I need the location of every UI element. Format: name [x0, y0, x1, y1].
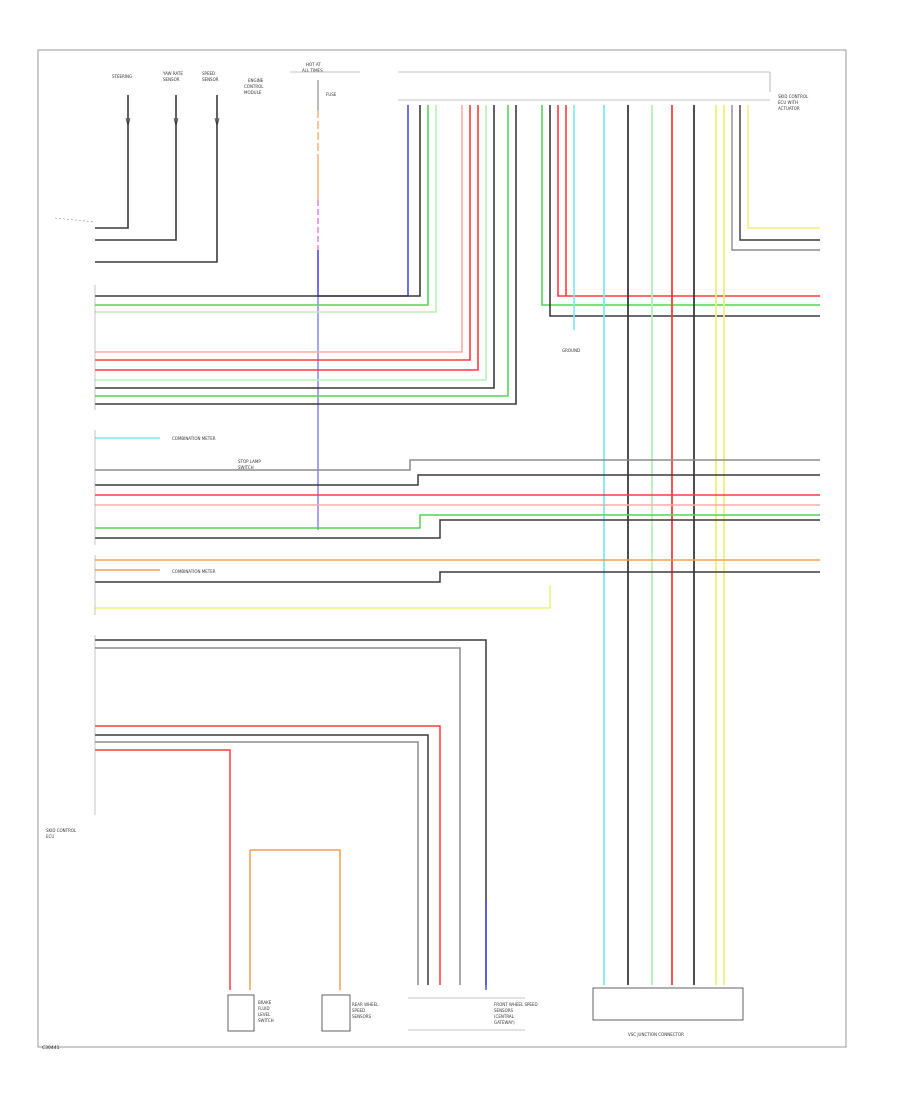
speed-sensor-label-2: SENSOR — [202, 77, 219, 82]
svg-text:REAR WHEEL: REAR WHEEL — [352, 1002, 379, 1007]
skid-control-label-2: ECU — [46, 834, 54, 839]
svg-text:GATEWAY): GATEWAY) — [494, 1020, 515, 1025]
steering-sensor-label: STEERING — [112, 74, 132, 79]
stop-lamp-label-1: STOP LAMP — [238, 459, 261, 464]
svg-text:FRONT WHEEL SPEED: FRONT WHEEL SPEED — [494, 1002, 538, 1007]
fuse-label: FUSE — [326, 92, 337, 97]
svg-text:(CENTRAL: (CENTRAL — [494, 1014, 515, 1019]
ecm-label-3: MODULE — [244, 90, 262, 95]
main-ecu-label-2: ECU WITH — [778, 100, 798, 105]
stop-lamp-label-2: SWITCH — [238, 465, 254, 470]
sheet-code: C30441 — [42, 1045, 60, 1051]
svg-text:SPEED: SPEED — [352, 1008, 365, 1013]
svg-text:FLUID: FLUID — [258, 1006, 270, 1011]
yaw-sensor-label-2: SENSOR — [163, 77, 180, 82]
top-vertical-wires — [95, 105, 517, 405]
svg-text:SWITCH: SWITCH — [258, 1018, 274, 1023]
top-sensors: STEERING YAW RATE SENSOR SPEED SENSOR — [54, 71, 220, 263]
brake-fluid-switch: BRAKE FLUID LEVEL SWITCH — [227, 994, 274, 1032]
lower-wires — [95, 639, 487, 990]
yaw-sensor-label: YAW RATE — [162, 71, 183, 76]
svg-text:SENSORS: SENSORS — [352, 1014, 372, 1019]
main-ecu-label-1: SKID CONTROL — [778, 94, 809, 99]
yellow-top-wires — [731, 105, 820, 251]
ground-label: GROUND — [562, 348, 580, 353]
all-times-label: ALL TIMES — [302, 68, 323, 73]
right-top-wires — [541, 105, 820, 330]
skid-control-label-1: SKID CONTROL — [46, 828, 77, 833]
combination-label-1: COMBINATION METER — [172, 436, 216, 441]
vsc-junction-label: VSC JUNCTION CONNECTOR — [628, 1032, 684, 1037]
long-vertical-wires — [603, 105, 725, 985]
speed-sensor-label: SPEED — [202, 71, 215, 76]
combination-label-2: COMBINATION METER — [172, 569, 216, 574]
front-wheel-sensors: FRONT WHEEL SPEED SENSORS (CENTRAL GATEW… — [408, 997, 538, 1031]
diagram-frame — [37, 49, 847, 1048]
ecm-label-1: ENGINE — [248, 78, 264, 83]
main-ecu-label-3: ACTUATOR — [778, 106, 800, 111]
middle-wires — [95, 437, 820, 609]
svg-text:BRAKE: BRAKE — [258, 1000, 272, 1005]
hot-at-label: HOT AT — [306, 62, 321, 67]
rear-wheel-sensor: REAR WHEEL SPEED SENSORS — [321, 994, 379, 1032]
ecm-label-2: CONTROL — [244, 84, 264, 89]
ecm-block: ENGINE CONTROL MODULE HOT AT ALL TIMES F… — [244, 62, 360, 97]
svg-text:LEVEL: LEVEL — [258, 1012, 271, 1017]
svg-text:SENSORS: SENSORS — [494, 1008, 514, 1013]
vsc-junction-connector: VSC JUNCTION CONNECTOR — [592, 987, 744, 1037]
